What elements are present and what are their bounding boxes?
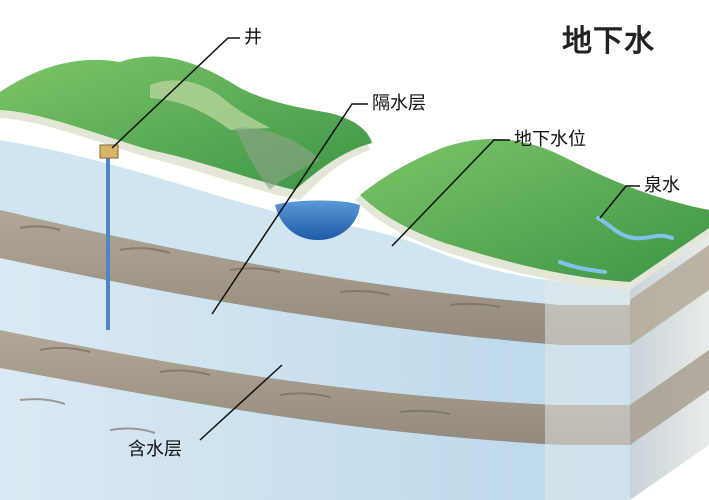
- well-label: 井: [244, 27, 262, 48]
- aquiclude-leader-line: [211, 103, 368, 315]
- right-hill: [360, 138, 709, 282]
- diagram-title: 地下水: [562, 24, 655, 59]
- aquiclude-label: 隔水层: [372, 93, 426, 114]
- aquifer-label: 含水层: [128, 439, 182, 460]
- strata-streaks: [19, 225, 501, 434]
- spring-stream: [596, 216, 674, 241]
- spring-leader-line: [599, 185, 640, 219]
- water-table-label: 地下水位: [514, 129, 586, 150]
- spring-label: 泉水: [644, 175, 680, 196]
- lake: [275, 200, 360, 240]
- right-side-face: [545, 230, 709, 500]
- water-table-leader-line: [391, 139, 510, 247]
- aquifer-leader-line: [199, 364, 283, 441]
- lower-aquiclude-band: [0, 330, 630, 445]
- well-head: [99, 144, 119, 159]
- well-leader-line: [111, 37, 240, 149]
- leader-lines: [111, 37, 640, 441]
- terrain: [0, 56, 709, 290]
- aquiclude-layer: [0, 205, 630, 345]
- well: [99, 144, 119, 330]
